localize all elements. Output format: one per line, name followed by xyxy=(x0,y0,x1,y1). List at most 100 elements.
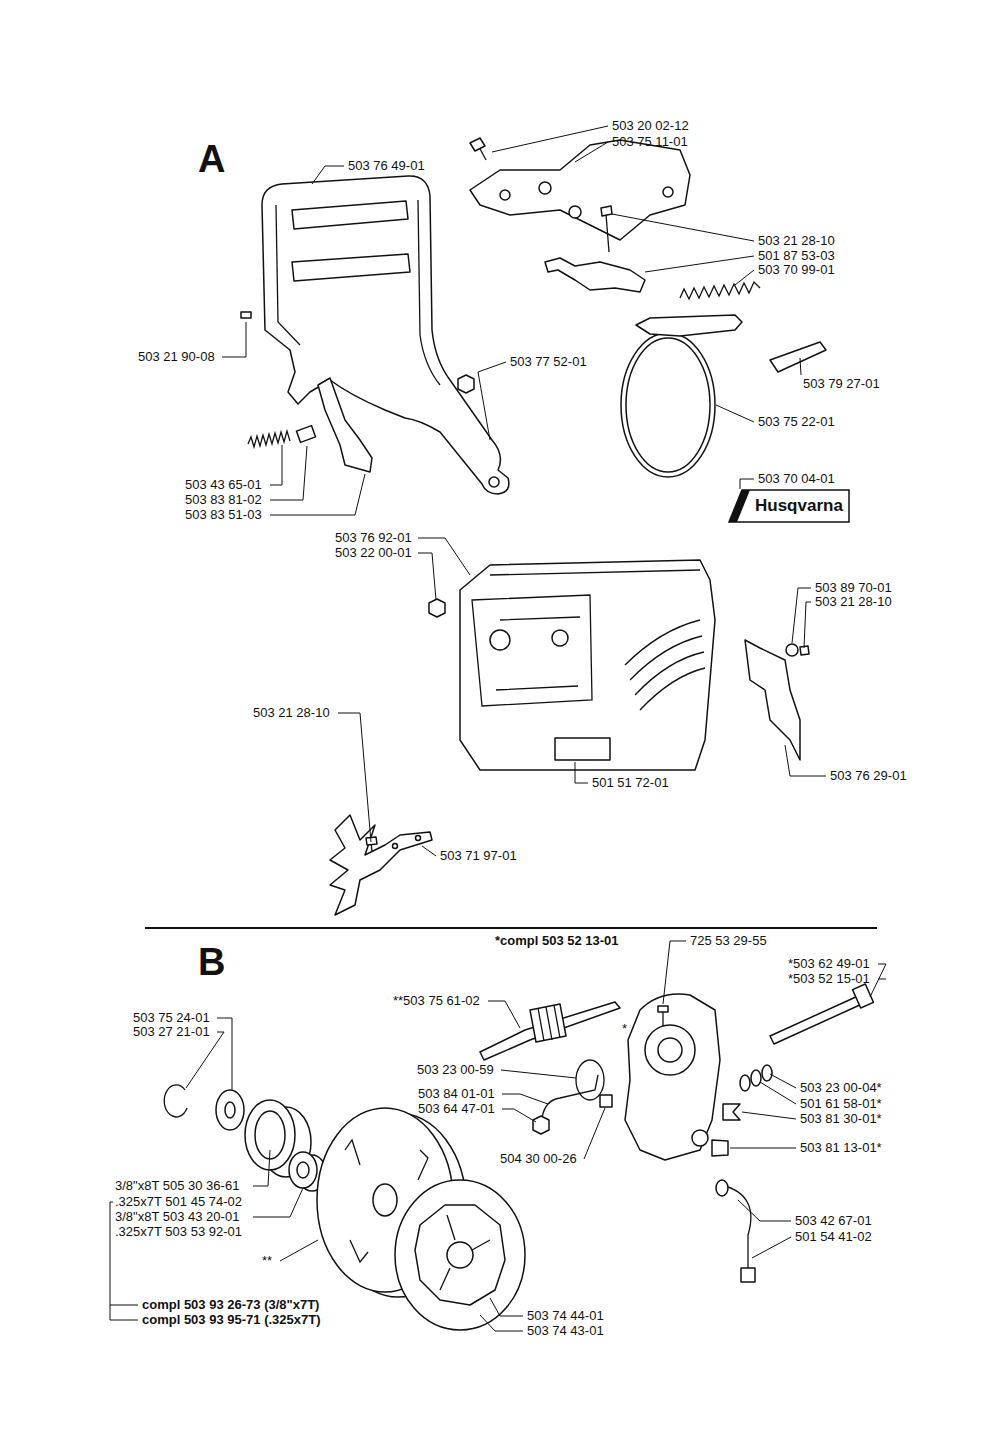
part-number: 503 42 67-01 xyxy=(795,1214,872,1228)
worm-gear xyxy=(538,1005,560,1041)
part-number: 503 22 00-01 xyxy=(335,546,412,560)
assembly-number: compl 503 93 95-71 (.325x7T) xyxy=(142,1313,321,1327)
leader-lines xyxy=(742,1112,796,1119)
part-number: 503 75 24-01 xyxy=(133,1011,210,1025)
part-number: 503 76 29-01 xyxy=(830,769,907,783)
clutch xyxy=(447,1242,473,1268)
leader-lines xyxy=(738,1200,791,1221)
circlip-washer xyxy=(225,1102,235,1118)
worm-gear xyxy=(530,1004,566,1042)
hand-guard xyxy=(489,477,499,487)
part-number: 3/8"x8T 503 43 20-01 xyxy=(115,1210,239,1224)
clutch-cover xyxy=(429,560,715,770)
assembly-number: *compl 503 52 13-01 xyxy=(495,934,619,948)
leader-lines xyxy=(422,846,436,856)
part-number: 503 70 99-01 xyxy=(758,263,835,277)
oil-pipe xyxy=(533,1075,612,1134)
brake-lever-parts xyxy=(296,426,315,443)
brake-cover-plate xyxy=(569,206,581,218)
leader-lines xyxy=(502,1109,536,1122)
clutch-cover xyxy=(472,595,592,706)
brake-band xyxy=(626,338,710,472)
clutch-cover xyxy=(552,630,568,646)
clutch xyxy=(395,1180,525,1330)
part-number: *503 62 49-01 xyxy=(788,957,870,971)
brake-cover-plate xyxy=(470,140,690,240)
sprocket-bearing xyxy=(297,1162,309,1178)
brake-lever xyxy=(680,282,760,299)
brake-cover-plate xyxy=(663,187,673,197)
leader-lines xyxy=(478,362,506,440)
brake-lever-parts xyxy=(248,431,290,447)
decal-stripe xyxy=(729,490,750,522)
leader-lines xyxy=(663,941,686,1004)
leader-lines xyxy=(217,1018,232,1090)
leader-lines xyxy=(584,1108,605,1159)
brake-lever-parts xyxy=(248,378,372,472)
brake-lever xyxy=(545,258,645,292)
brake-lever xyxy=(545,206,760,299)
oil-pump xyxy=(625,994,720,1160)
oil-pipe xyxy=(533,1116,549,1134)
clutch xyxy=(415,1205,505,1305)
leader-lines xyxy=(418,553,436,600)
hand-guard xyxy=(241,176,509,494)
leader-lines xyxy=(800,358,801,375)
leader-lines xyxy=(270,474,365,515)
brake-cover-plate xyxy=(470,138,485,151)
sprocket-bearing xyxy=(245,1100,295,1170)
hand-guard xyxy=(276,205,300,345)
oil-hose xyxy=(722,1185,751,1268)
clutch xyxy=(440,1215,490,1290)
part-number: 503 20 02-12 xyxy=(612,119,689,133)
leader-lines xyxy=(480,1315,523,1331)
oil-pump xyxy=(712,1140,728,1156)
leader-lines xyxy=(740,479,754,489)
leader-lines xyxy=(488,1001,520,1028)
oil-pump xyxy=(751,1070,761,1086)
part-number: 503 81 30-01* xyxy=(800,1112,882,1126)
oil-pump xyxy=(762,1065,772,1081)
chain-deflector xyxy=(786,644,798,656)
clutch xyxy=(395,1180,525,1330)
oil-pump xyxy=(658,1006,668,1012)
part-number: * xyxy=(622,1022,627,1036)
part-number: 501 61 58-01* xyxy=(800,1097,882,1111)
leader-lines xyxy=(730,1148,796,1149)
assembly-number: compl 503 93 26-73 (3/8"x7T) xyxy=(142,1298,319,1312)
circlip-washer xyxy=(164,1085,187,1117)
leader-lines xyxy=(785,745,826,776)
part-number: .325x7T 501 45 74-02 xyxy=(115,1195,242,1209)
oil-hose xyxy=(741,1268,755,1282)
leader-lines xyxy=(418,538,470,575)
part-number: 503 70 04-01 xyxy=(758,472,835,486)
clutch-cover xyxy=(490,630,510,650)
brake-lever xyxy=(606,214,609,252)
oil-pump xyxy=(740,1075,750,1091)
cover-pad xyxy=(555,738,610,760)
leader-lines xyxy=(270,446,307,500)
decal-outline xyxy=(729,490,849,522)
part-number: 503 23 00-04* xyxy=(800,1081,882,1095)
leader-lines xyxy=(270,445,282,485)
clutch-cover xyxy=(496,617,580,690)
part-number: 503 89 70-01 xyxy=(815,581,892,595)
part-number: 503 75 11-01 xyxy=(612,135,688,149)
leader-lines xyxy=(338,713,371,842)
leader-lines xyxy=(735,270,754,285)
oil-hose xyxy=(716,1180,755,1282)
part-number: ** xyxy=(262,1254,272,1268)
leader-lines xyxy=(490,1298,523,1316)
leader-lines xyxy=(716,405,754,422)
part-number: 503 84 01-01 xyxy=(418,1087,495,1101)
leader-lines xyxy=(501,1070,576,1078)
part-number: .325x7T 503 53 92-01 xyxy=(115,1225,242,1239)
leader-lines xyxy=(253,1188,303,1217)
worm-gear xyxy=(480,1002,620,1060)
part-number: 503 76 92-01 xyxy=(335,531,412,545)
chain-deflector xyxy=(745,640,809,760)
spike-bumper xyxy=(330,815,432,915)
part-number: 501 54 41-02 xyxy=(795,1230,872,1244)
cover-pad xyxy=(555,738,610,760)
